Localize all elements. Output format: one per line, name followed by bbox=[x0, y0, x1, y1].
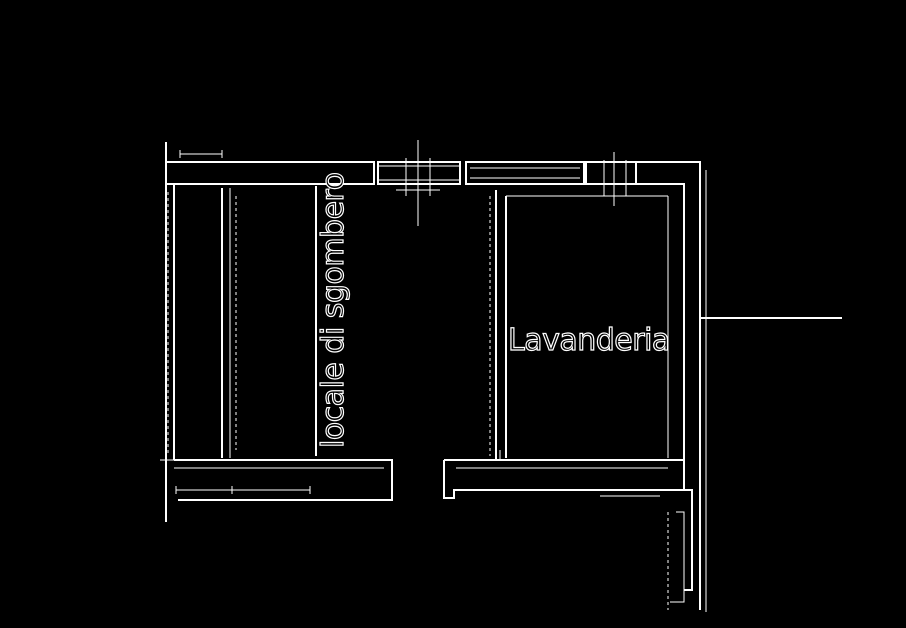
left-wall bbox=[160, 142, 175, 522]
room-label-storage: locale di sgombero bbox=[316, 172, 351, 448]
laundry-room-walls bbox=[489, 190, 669, 460]
bottom-wall bbox=[174, 459, 684, 501]
right-wall bbox=[636, 161, 842, 612]
room-label-laundry: Lavanderia bbox=[508, 323, 670, 358]
dimension-marks bbox=[175, 150, 660, 497]
top-wall bbox=[165, 161, 637, 185]
storage-room-walls bbox=[221, 186, 317, 458]
top-wall-ticks bbox=[396, 140, 627, 226]
